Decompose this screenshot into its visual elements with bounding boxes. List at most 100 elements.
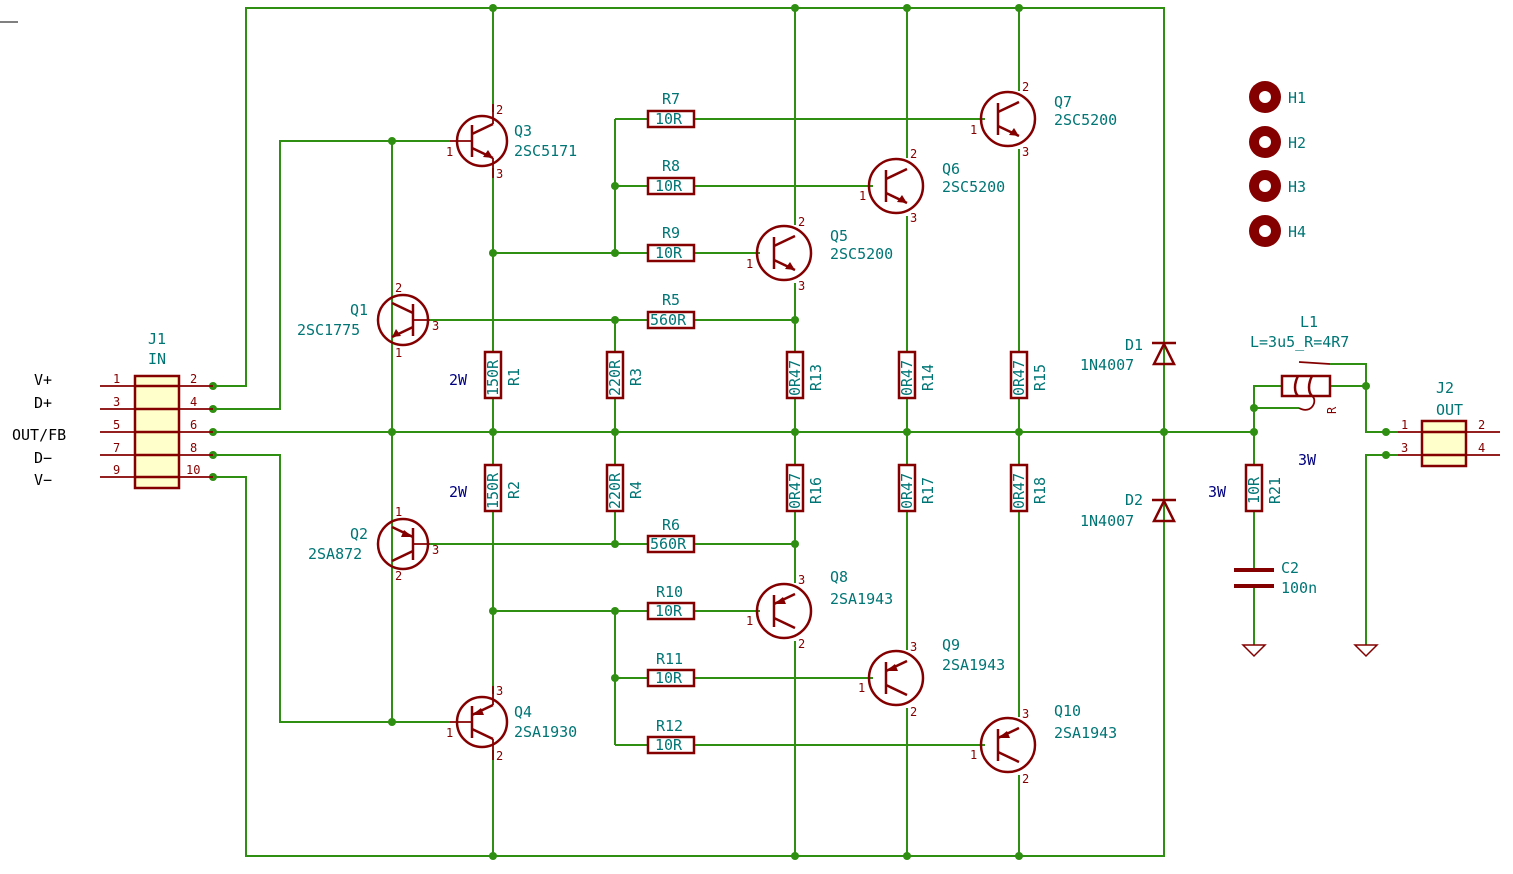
r3-ref: R3 [627, 368, 645, 386]
q5-pin: 1 [746, 257, 753, 271]
ground-symbol [1353, 644, 1379, 658]
j2-pin: 3 [1401, 441, 1408, 455]
q7-value: 2SC5200 [1054, 111, 1117, 129]
q4-value: 2SA1930 [514, 723, 577, 741]
d1-value: 1N4007 [1080, 356, 1134, 374]
h2-ref: H2 [1288, 134, 1306, 152]
resistor-r5: R5 560R [646, 291, 696, 330]
resistor-r13: 0R47 R13 [785, 350, 825, 400]
q7-pin: 3 [1022, 145, 1029, 159]
q8-pin: 1 [746, 614, 753, 628]
r6-value: 560R [650, 535, 687, 553]
r5-value: 560R [650, 311, 687, 329]
resistor-r21: 10R R21 [1244, 463, 1284, 513]
q10-pin: 3 [1022, 707, 1029, 721]
q8-value: 2SA1943 [830, 590, 893, 608]
resistor-r2: 150R R2 [483, 463, 523, 513]
q8-pin: 3 [798, 573, 805, 587]
r18-ref: R18 [1031, 477, 1049, 504]
r14-ref: R14 [919, 364, 937, 391]
net-label: V+ [34, 371, 52, 389]
q6-ref: Q6 [942, 160, 960, 178]
q2-pin: 1 [395, 505, 402, 519]
transistor-q4: 1 2 3 Q4 2SA1930 [446, 684, 577, 763]
q3-pin: 2 [496, 103, 503, 117]
q5-pin: 3 [798, 279, 805, 293]
transistor-q3: 1 2 3 Q3 2SC5171 [446, 103, 577, 181]
resistor-r6: R6 560R [646, 516, 696, 554]
r17-ref: R17 [919, 477, 937, 504]
resistor-r10: R10 10R [646, 583, 696, 621]
q1-value: 2SC1775 [297, 321, 360, 339]
r11-ref: R11 [656, 650, 683, 668]
power-note: 2W [449, 483, 468, 501]
r21-ref: R21 [1266, 477, 1284, 504]
resistor-r7: R7 10R [646, 90, 696, 129]
q6-pin: 1 [859, 189, 866, 203]
j1-pin: 3 [113, 395, 120, 409]
net-label: D− [34, 449, 52, 467]
r3-value: 220R [606, 359, 624, 396]
r12-value: 10R [655, 736, 683, 754]
q3-pin: 1 [446, 145, 453, 159]
q8-ref: Q8 [830, 568, 848, 586]
q4-pin: 2 [496, 749, 503, 763]
j1-pin: 4 [190, 395, 197, 409]
q2-ref: Q2 [350, 525, 368, 543]
q9-pin: 2 [910, 705, 917, 719]
l1-inner-label: R [1325, 406, 1339, 414]
q1-pin: 2 [395, 281, 402, 295]
l1-ref: L1 [1300, 313, 1318, 331]
q5-ref: Q5 [830, 227, 848, 245]
j1-pin: 9 [113, 463, 120, 477]
connector-j1: J1 IN 1 3 5 7 9 2 4 6 8 10 V+ D+ OUT/FB … [12, 330, 213, 490]
h4-ref: H4 [1288, 223, 1306, 241]
resistor-r16: 0R47 R16 [785, 463, 825, 513]
inductor-l1: L1 L=3u5_R=4R7 R [1250, 313, 1349, 414]
j2-ref: J2 [1436, 379, 1454, 397]
transistor-q2: 3 1 2 Q2 2SA872 [308, 505, 439, 583]
q4-pin: 3 [496, 684, 503, 698]
q5-pin: 2 [798, 215, 805, 229]
r2-value: 150R [484, 472, 502, 509]
l1-value: L=3u5_R=4R7 [1250, 333, 1349, 351]
resistor-r12: R12 10R [646, 717, 696, 755]
j2-pin: 1 [1401, 418, 1408, 432]
r11-value: 10R [655, 669, 683, 687]
power-note: 3W [1208, 483, 1227, 501]
q1-pin: 1 [395, 346, 402, 360]
q3-ref: Q3 [514, 122, 532, 140]
q3-value: 2SC5171 [514, 142, 577, 160]
power-note: 2W [449, 371, 468, 389]
q9-value: 2SA1943 [942, 656, 1005, 674]
diode-d1: D1 1N4007 [1080, 336, 1177, 374]
resistor-r1: 150R R1 [483, 350, 523, 400]
q1-pin: 3 [432, 319, 439, 333]
r7-value: 10R [655, 110, 683, 128]
q2-value: 2SA872 [308, 545, 362, 563]
q6-pin: 3 [910, 211, 917, 225]
r16-value: 0R47 [786, 473, 804, 509]
transistor-q7: 1 2 3 Q7 2SC5200 [970, 80, 1117, 159]
transistor-q10: 1 2 3 Q10 2SA1943 [970, 702, 1117, 786]
r1-ref: R1 [505, 368, 523, 386]
junctions [209, 4, 1390, 860]
transistor-q8: 1 2 3 Q8 2SA1943 [746, 568, 893, 651]
j2-value: OUT [1436, 401, 1463, 419]
j1-pin: 6 [190, 418, 197, 432]
r1-value: 150R [484, 359, 502, 396]
transistor-q5: 1 2 3 Q5 2SC5200 [746, 215, 893, 293]
q10-pin: 2 [1022, 772, 1029, 786]
resistor-r4: 220R R4 [605, 463, 645, 513]
d2-value: 1N4007 [1080, 512, 1134, 530]
r4-ref: R4 [627, 481, 645, 499]
r13-ref: R13 [807, 364, 825, 391]
r6-ref: R6 [662, 516, 680, 534]
h3-ref: H3 [1288, 178, 1306, 196]
q5-value: 2SC5200 [830, 245, 893, 263]
mounting-hole-h3: H3 [1249, 170, 1306, 202]
resistor-r15: 0R47 R15 [1009, 350, 1049, 400]
r10-value: 10R [655, 602, 683, 620]
q6-pin: 2 [910, 147, 917, 161]
